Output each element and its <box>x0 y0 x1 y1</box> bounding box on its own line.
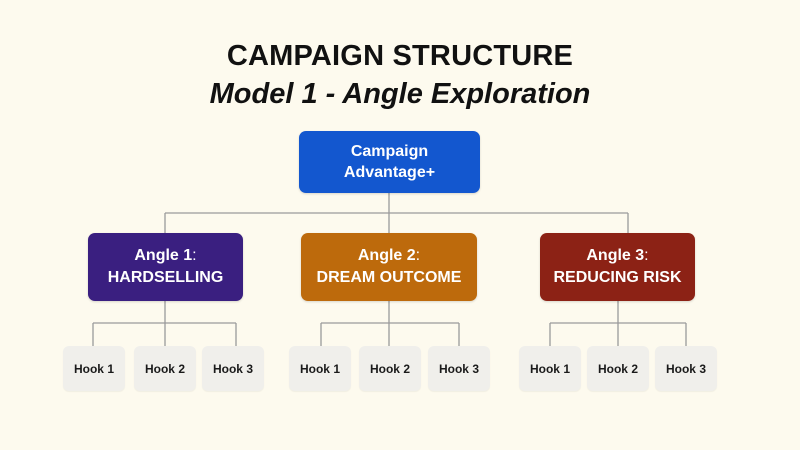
angle-name: REDUCING RISK <box>553 269 682 286</box>
angle-prefix: Angle 1 <box>134 247 193 264</box>
hook-node: Hook 2 <box>134 346 196 391</box>
angle-heading: Angle 2: <box>358 245 420 267</box>
page-title: CAMPAIGN STRUCTURE <box>226 40 574 72</box>
campaign-label-line2: Advantage+ <box>343 164 436 181</box>
hook-node: Hook 2 <box>359 346 421 391</box>
hook-node: Hook 2 <box>587 346 649 391</box>
angle-heading: Angle 3: <box>586 245 648 267</box>
angle-heading: Angle 1: <box>134 245 196 267</box>
campaign-node: Campaign Advantage+ <box>299 131 480 193</box>
angle-colon: : <box>192 247 197 264</box>
angle-node-1: Angle 1: HARDSELLING <box>88 233 243 301</box>
angle-prefix: Angle 2 <box>357 247 416 264</box>
campaign-label-line1: Campaign <box>350 143 429 160</box>
angle-name: HARDSELLING <box>107 269 224 286</box>
hook-node: Hook 1 <box>63 346 125 391</box>
angle-colon: : <box>415 247 421 264</box>
angle-prefix: Angle 3 <box>586 247 645 264</box>
hook-node: Hook 3 <box>655 346 717 391</box>
hook-node: Hook 3 <box>428 346 490 391</box>
hook-node: Hook 1 <box>289 346 351 391</box>
angle-node-3: Angle 3: REDUCING RISK <box>540 233 695 301</box>
angle-colon: : <box>644 247 649 264</box>
page-subtitle: Model 1 - Angle Exploration <box>209 78 591 110</box>
hook-node: Hook 3 <box>202 346 264 391</box>
angle-node-2: Angle 2: DREAM OUTCOME <box>301 233 477 301</box>
angle-name: DREAM OUTCOME <box>316 269 462 286</box>
hook-node: Hook 1 <box>519 346 581 391</box>
